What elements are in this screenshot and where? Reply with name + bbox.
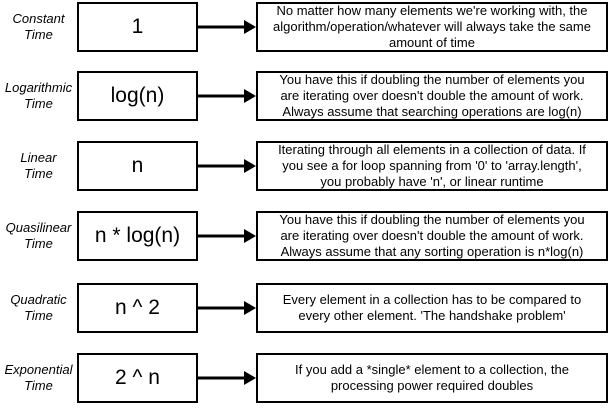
complexity-box: 1 (77, 2, 198, 52)
label-line: Constant (12, 11, 65, 26)
label-line: Quasilinear (5, 220, 72, 235)
label-line: Time (24, 96, 53, 111)
arrow-icon (196, 371, 256, 385)
description-box: You have this if doubling the number of … (256, 211, 608, 261)
description-box: You have this if doubling the number of … (256, 71, 608, 121)
label-line: Time (24, 308, 53, 323)
label-line: Quadratic (10, 292, 67, 307)
description-box: Every element in a collection has to be … (256, 283, 608, 333)
arrow-icon (196, 20, 256, 34)
arrow-icon (196, 159, 256, 173)
complexity-box: n (77, 141, 198, 191)
description-box: Iterating through all elements in a coll… (256, 141, 608, 191)
description-box: No matter how many elements we're workin… (256, 2, 608, 52)
label-line: Exponential (4, 362, 73, 377)
arrow-icon (196, 229, 256, 243)
complexity-box: n ^ 2 (77, 283, 198, 333)
label-line: Time (24, 378, 53, 393)
label-line: Time (24, 166, 53, 181)
description-box: If you add a *single* element to a colle… (256, 353, 608, 403)
label-line: Linear (20, 150, 57, 165)
complexity-box: log(n) (77, 71, 198, 121)
arrow-icon (196, 301, 256, 315)
label-line: Time (24, 236, 53, 251)
label-line: Time (24, 27, 53, 42)
complexity-box: 2 ^ n (77, 353, 198, 403)
arrow-icon (196, 89, 256, 103)
label-line: Logarithmic (4, 80, 73, 95)
complexity-box: n * log(n) (77, 211, 198, 261)
